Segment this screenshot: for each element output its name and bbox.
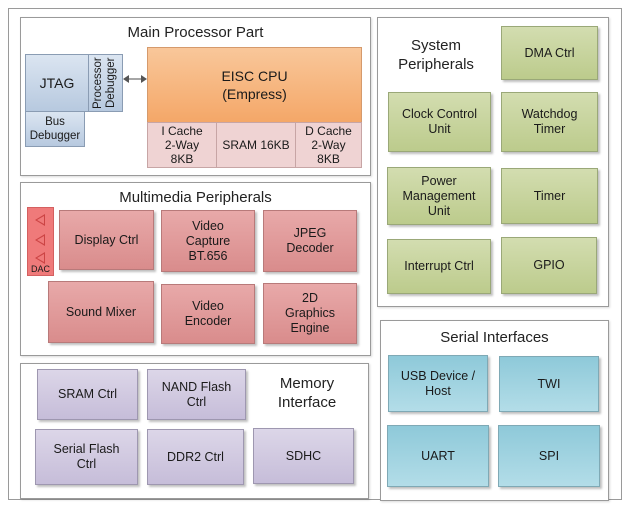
- watchdog-timer-block: Watchdog Timer: [501, 92, 598, 152]
- processor-debugger-block: Processor Debugger: [88, 54, 123, 112]
- gpio-block: GPIO: [501, 237, 597, 294]
- ddr2-ctrl-block: DDR2 Ctrl: [147, 429, 244, 485]
- sram-ctrl-block: SRAM Ctrl: [37, 369, 138, 420]
- clock-control-unit-block: Clock Control Unit: [388, 92, 491, 152]
- dac-label: DAC: [30, 264, 50, 274]
- eisc-cpu-block: EISC CPU (Empress): [147, 47, 362, 123]
- bidirectional-arrow-icon: [123, 75, 147, 83]
- icache-block: I Cache 2-Way 8KB: [147, 122, 217, 168]
- spi-block: SPI: [498, 425, 600, 487]
- twi-block: TWI: [499, 356, 599, 412]
- jpeg-decoder-block: JPEG Decoder: [263, 210, 357, 272]
- graphics-engine-block: 2D Graphics Engine: [263, 283, 357, 344]
- bus-debugger-block: Bus Debugger: [25, 111, 85, 147]
- sram-block: SRAM 16KB: [216, 122, 296, 168]
- dcache-block: D Cache 2-Way 8KB: [295, 122, 362, 168]
- main-processor-title: Main Processor Part: [127, 24, 264, 41]
- jtag-block: JTAG: [25, 54, 89, 112]
- sound-mixer-block: Sound Mixer: [48, 281, 154, 343]
- memory-title: Memory Interface: [277, 375, 337, 411]
- video-encoder-block: Video Encoder: [161, 284, 255, 344]
- dma-ctrl-block: DMA Ctrl: [501, 26, 598, 80]
- nand-flash-ctrl-block: NAND Flash Ctrl: [147, 369, 246, 420]
- display-ctrl-block: Display Ctrl: [59, 210, 154, 270]
- dac-triangle-icon: [35, 234, 45, 246]
- system-title: System Peripherals: [398, 37, 474, 73]
- dac-triangle-icon: [35, 252, 45, 264]
- interrupt-ctrl-block: Interrupt Ctrl: [387, 239, 491, 294]
- uart-block: UART: [387, 425, 489, 487]
- dac-triangle-icon: [35, 214, 45, 226]
- serial-title: Serial Interfaces: [440, 329, 549, 346]
- dac-block: DAC: [27, 207, 54, 276]
- multimedia-title: Multimedia Peripherals: [119, 189, 272, 206]
- timer-block: Timer: [501, 168, 598, 224]
- processor-debugger-label: Processor Debugger: [91, 57, 117, 109]
- usb-device-host-block: USB Device / Host: [388, 355, 488, 412]
- video-capture-block: Video Capture BT.656: [161, 210, 255, 272]
- sdhc-block: SDHC: [253, 428, 354, 484]
- power-management-unit-block: Power Management Unit: [387, 167, 491, 225]
- serial-flash-ctrl-block: Serial Flash Ctrl: [35, 429, 138, 485]
